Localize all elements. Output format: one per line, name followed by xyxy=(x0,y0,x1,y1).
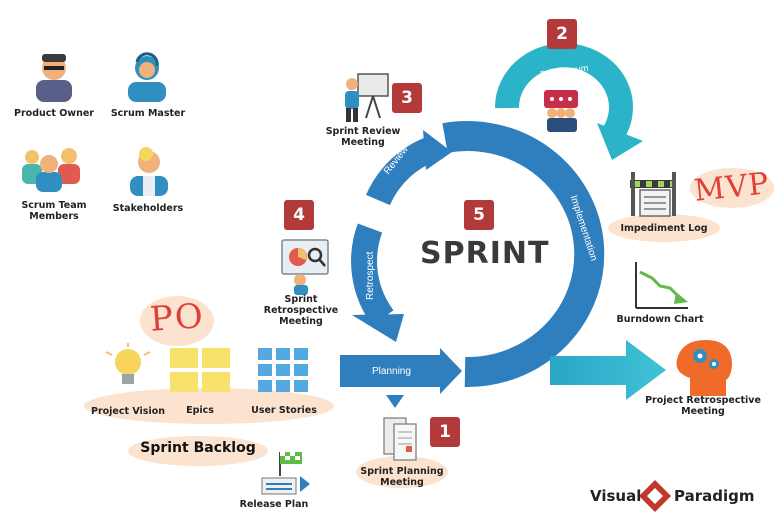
epics-label: Epics xyxy=(186,405,214,416)
step-badge-4: 4 xyxy=(284,200,314,230)
sprint-cycle xyxy=(340,121,605,394)
planning-label: Planning xyxy=(372,366,411,377)
retrospect-label: Retrospect xyxy=(365,251,376,300)
epics-icon xyxy=(170,348,230,392)
release-plan-icon xyxy=(261,452,310,495)
user-stories-icon xyxy=(258,348,308,392)
step-badge-3: 3 xyxy=(392,83,422,113)
po-blob xyxy=(140,296,214,346)
sprint-title: SPRINT xyxy=(420,236,550,271)
po-handwriting: PO xyxy=(148,296,207,340)
stakeholders-icon xyxy=(130,147,168,196)
visual-paradigm-logo xyxy=(639,480,671,512)
impediment-log-label: Impediment Log xyxy=(620,223,708,234)
daily-scrum-icon xyxy=(544,90,578,132)
burndown-chart-icon xyxy=(635,262,688,309)
sprint-planning-icon xyxy=(383,417,417,461)
scrum-master-label: Scrum Master xyxy=(110,108,186,119)
project-retrospective-icon xyxy=(676,340,732,396)
scrum-team-icon xyxy=(22,148,80,192)
sprint-retrospective-icon xyxy=(281,239,329,295)
scrum-team-label: Scrum Team Members xyxy=(21,200,87,222)
product-owner-label: Product Owner xyxy=(14,108,94,119)
impediment-blob xyxy=(608,214,720,242)
sprint-backlog-label: Sprint Backlog xyxy=(140,440,256,456)
stakeholders-label: Stakeholders xyxy=(112,203,184,214)
project-vision-icon xyxy=(105,343,151,384)
brand-paradigm: Paradigm xyxy=(674,487,755,505)
sprint-planning-meeting-label: Sprint Planning Meeting xyxy=(360,466,444,488)
burndown-chart-label: Burndown Chart xyxy=(616,314,704,325)
project-retrospective-meeting-label: Project Retrospective Meeting xyxy=(645,395,761,417)
scrum-master-icon xyxy=(128,52,166,102)
step-badge-1: 1 xyxy=(430,417,460,447)
impediment-log-icon xyxy=(630,172,676,217)
mvp-blob xyxy=(690,168,774,208)
release-arrow xyxy=(550,340,666,400)
sprint-review-meeting-label: Sprint Review Meeting xyxy=(325,126,401,148)
daily-scrum-loop xyxy=(494,43,643,160)
step-badge-2: 2 xyxy=(547,19,577,49)
sprint-review-icon xyxy=(345,73,389,122)
release-plan-label: Release Plan xyxy=(239,499,309,510)
product-owner-icon xyxy=(36,54,72,102)
backlog-blob xyxy=(84,388,334,424)
planning-down-arrow xyxy=(386,395,404,408)
user-stories-label: User Stories xyxy=(251,405,317,416)
brand-visual: Visual xyxy=(590,487,642,505)
project-vision-label: Project Vision xyxy=(91,406,165,417)
sprint-planning-blob xyxy=(356,456,448,488)
sprint-retrospective-meeting-label: Sprint Retrospective Meeting xyxy=(263,294,339,327)
sprint-backlog-blob xyxy=(128,436,268,466)
step-badge-5: 5 xyxy=(464,200,494,230)
